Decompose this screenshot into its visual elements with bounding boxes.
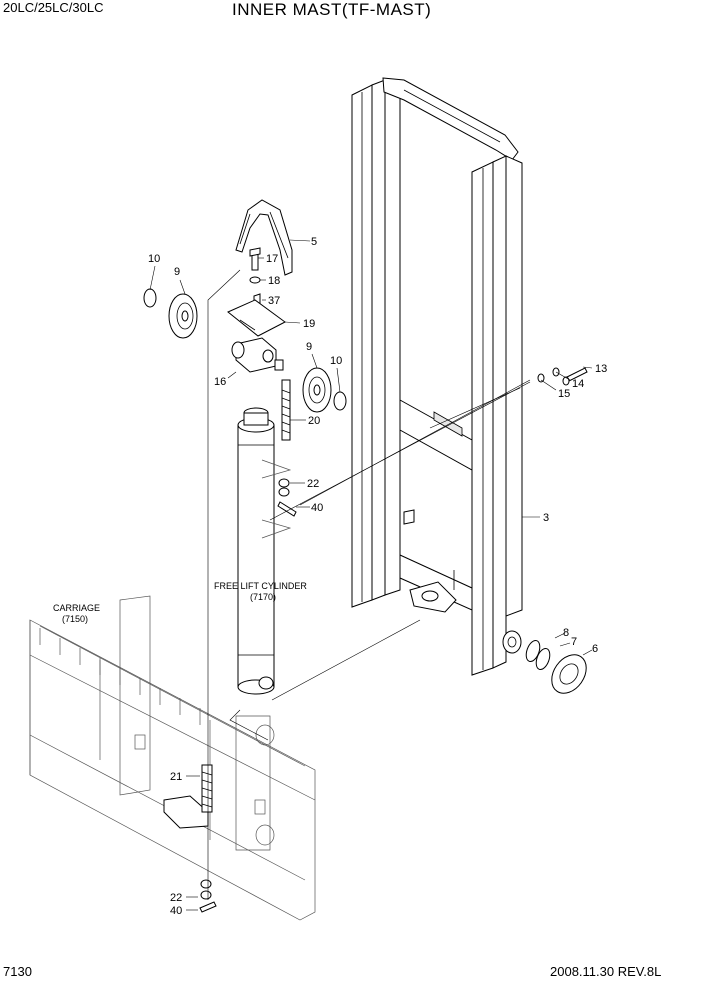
callout-22-upper: 22	[307, 478, 319, 490]
callout-6: 6	[592, 643, 598, 655]
model-header: 20LC/25LC/30LC	[3, 0, 104, 15]
cylinder-label: FREE LIFT CYLINDER	[214, 581, 307, 591]
nut-and-pin-upper	[277, 478, 297, 517]
callout-40-lower: 40	[170, 905, 182, 917]
callout-18: 18	[268, 275, 280, 287]
callout-37: 37	[268, 295, 280, 307]
sheave-right	[302, 367, 347, 413]
callout-15: 15	[558, 388, 570, 400]
lift-chain	[235, 199, 293, 276]
sheave-left	[143, 288, 198, 339]
inner-mast	[351, 77, 523, 676]
callout-21: 21	[170, 771, 182, 783]
callout-19: 19	[303, 318, 315, 330]
callout-13: 13	[595, 363, 607, 375]
carriage-label: CARRIAGE	[53, 603, 100, 613]
callout-14: 14	[572, 378, 584, 390]
callout-17: 17	[266, 253, 278, 265]
page-title: INNER MAST(TF-MAST)	[232, 0, 432, 19]
callout-3: 3	[543, 512, 549, 524]
callout-22-lower: 22	[170, 892, 182, 904]
carriage-outline	[29, 595, 316, 921]
callout-5: 5	[311, 236, 317, 248]
adjusting-bolt-21	[201, 764, 213, 813]
callout-7: 7	[571, 636, 577, 648]
page-number: 7130	[3, 964, 32, 979]
revision-date: 2008.11.30 REV.8L	[550, 964, 662, 979]
adjusting-bolt-20	[281, 379, 291, 441]
cylinder-ref: (7170)	[250, 592, 276, 602]
callout-10-right: 10	[330, 355, 342, 367]
callout-10-left: 10	[148, 253, 160, 265]
callout-9-right: 9	[306, 341, 312, 353]
leader-lines	[149, 239, 593, 911]
callout-20: 20	[308, 415, 320, 427]
callout-8: 8	[563, 627, 569, 639]
mast-roller-set	[525, 639, 587, 694]
carriage-ref: (7150)	[62, 614, 88, 624]
callout-40-upper: 40	[311, 502, 323, 514]
free-lift-cylinder	[237, 407, 292, 695]
bolt-set-13-15	[537, 367, 588, 386]
sheave-bracket	[231, 337, 284, 373]
callout-16: 16	[214, 376, 226, 388]
callout-9-left: 9	[174, 266, 180, 278]
chain-anchor	[227, 276, 286, 337]
nut-and-pin-lower	[199, 879, 217, 913]
